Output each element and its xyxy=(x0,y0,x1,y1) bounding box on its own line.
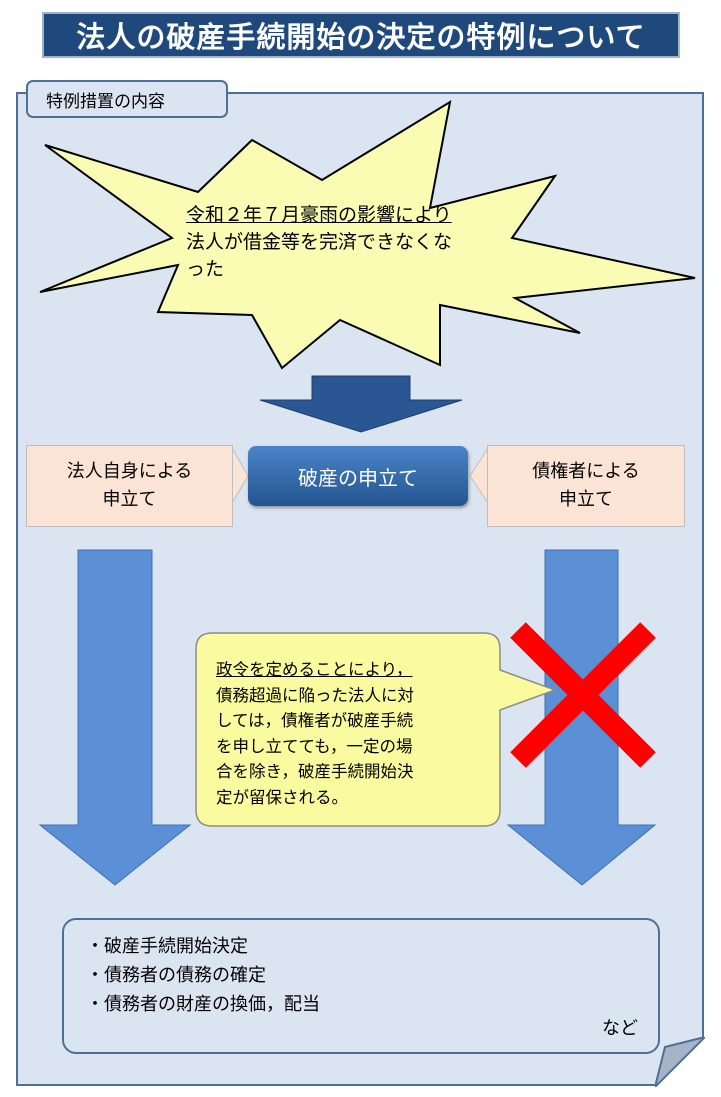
right-box-line-1: 債権者による xyxy=(532,461,640,482)
left-box-pointer xyxy=(231,446,249,505)
right-box-pointer xyxy=(469,446,489,505)
result-suffix: など xyxy=(602,1018,638,1039)
down-arrow-dark xyxy=(259,375,463,433)
bubble-text: 政令を定めることにより， 債務超過に陥った法人に対 しては，債権者が破産手続 を… xyxy=(216,657,486,810)
result-item: 債務者の財産の換価，配当 xyxy=(86,990,320,1019)
bubble-line-6: 定が留保される。 xyxy=(216,787,348,807)
bubble-line-4: を申し立てても，一定の場 xyxy=(216,736,413,756)
right-flow-arrow xyxy=(506,549,657,886)
bubble-line-5: 合を除き，破産手続開始決 xyxy=(216,762,414,781)
burst-line-2: 法人が借金等を完済できなくな xyxy=(186,231,453,253)
bubble-line-1: 政令を定めることにより， xyxy=(216,660,413,679)
burst-shape xyxy=(39,99,696,370)
result-item: 破産手続開始決定 xyxy=(86,932,320,961)
section-tab: 特例措置の内容 xyxy=(26,80,228,118)
burst-line-3: った xyxy=(186,258,225,280)
right-box-line-2: 申立て xyxy=(559,489,613,510)
page-title: 法人の破産手続開始の決定の特例について xyxy=(42,12,680,58)
bubble-line-3: しては，債権者が破産手続 xyxy=(216,711,414,730)
result-list: 破産手続開始決定 債務者の債務の確定 債務者の財産の換価，配当 xyxy=(86,932,320,1019)
red-cross-icon xyxy=(510,622,656,768)
bankruptcy-petition-box: 破産の申立て xyxy=(248,446,468,506)
left-box-line-1: 法人自身による xyxy=(66,461,193,482)
left-flow-arrow xyxy=(38,549,192,886)
burst-text: 令和２年７月豪雨の影響により 法人が借金等を完済できなくな った xyxy=(186,202,536,283)
left-applicant-box: 法人自身による 申立て xyxy=(26,445,233,527)
result-box: 破産手続開始決定 債務者の債務の確定 債務者の財産の換価，配当 など xyxy=(62,918,660,1054)
left-box-line-2: 申立て xyxy=(102,489,157,510)
result-item: 債務者の債務の確定 xyxy=(86,961,320,990)
page-fold-corner xyxy=(655,1037,705,1087)
right-applicant-box: 債権者による 申立て xyxy=(487,445,685,527)
bubble-line-2: 債務超過に陥った法人に対 xyxy=(216,685,414,705)
burst-line-1: 令和２年７月豪雨の影響により xyxy=(186,204,452,226)
speech-bubble xyxy=(195,632,558,827)
